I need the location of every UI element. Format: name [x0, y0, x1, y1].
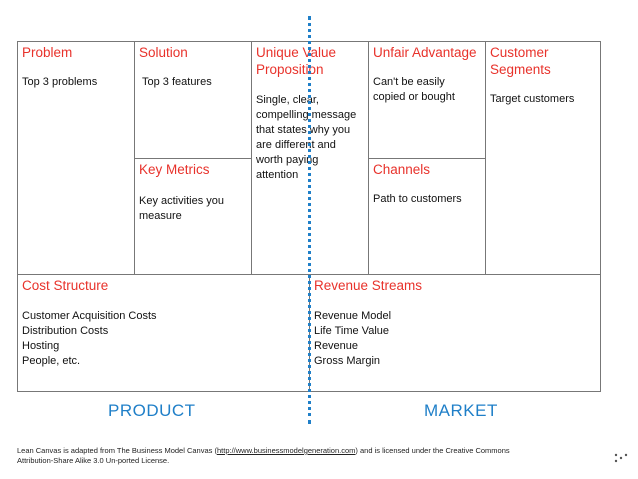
unfair-advantage-desc: Can't be easily copied or bought	[373, 76, 455, 103]
slide-nav-icon[interactable]	[614, 452, 628, 464]
channels-cell: Channels Path to customers	[368, 158, 486, 275]
product-label: PRODUCT	[108, 401, 196, 420]
uvp-title: Unique Value Proposition	[256, 45, 337, 77]
key-metrics-desc: Key activities you measure	[139, 195, 224, 222]
problem-cell: Problem Top 3 problems	[17, 41, 135, 275]
problem-desc: Top 3 problems	[22, 76, 98, 88]
solution-cell: Solution Top 3 features	[134, 41, 252, 159]
business-model-link[interactable]: http://www.businessmodelgeneration.com	[216, 446, 356, 455]
channels-desc: Path to customers	[373, 193, 462, 205]
revenue-streams-cell: Revenue Streams Revenue Model Life Time …	[309, 274, 601, 392]
market-label: MARKET	[424, 401, 498, 420]
key-metrics-cell: Key Metrics Key activities you measure	[134, 158, 252, 275]
key-metrics-title: Key Metrics	[139, 162, 210, 177]
license-footer: Lean Canvas is adapted from The Business…	[17, 446, 577, 466]
unfair-advantage-cell: Unfair Advantage Can't be easily copied …	[368, 41, 486, 159]
cost-structure-desc: Customer Acquisition Costs Distribution …	[22, 310, 157, 367]
product-market-divider	[308, 16, 311, 424]
cost-structure-title: Cost Structure	[22, 278, 109, 293]
revenue-streams-title: Revenue Streams	[314, 278, 423, 293]
uvp-desc: Single, clear, compelling message that s…	[256, 94, 357, 181]
footer-line-2: Attribution-Share Alike 3.0 Un-ported Li…	[17, 456, 170, 465]
customer-segments-cell: Customer Segments Target customers	[485, 41, 601, 275]
problem-title: Problem	[22, 45, 73, 60]
customer-segments-desc: Target customers	[490, 93, 575, 105]
footer-line-1: Lean Canvas is adapted from The Business…	[17, 446, 510, 455]
cost-structure-cell: Cost Structure Customer Acquisition Cost…	[17, 274, 310, 392]
revenue-streams-desc: Revenue Model Life Time Value Revenue Gr…	[314, 310, 392, 367]
customer-segments-title: Customer Segments	[490, 45, 551, 77]
solution-title: Solution	[139, 45, 188, 60]
unfair-advantage-title: Unfair Advantage	[373, 45, 477, 60]
channels-title: Channels	[373, 162, 431, 177]
solution-desc: Top 3 features	[142, 76, 212, 88]
